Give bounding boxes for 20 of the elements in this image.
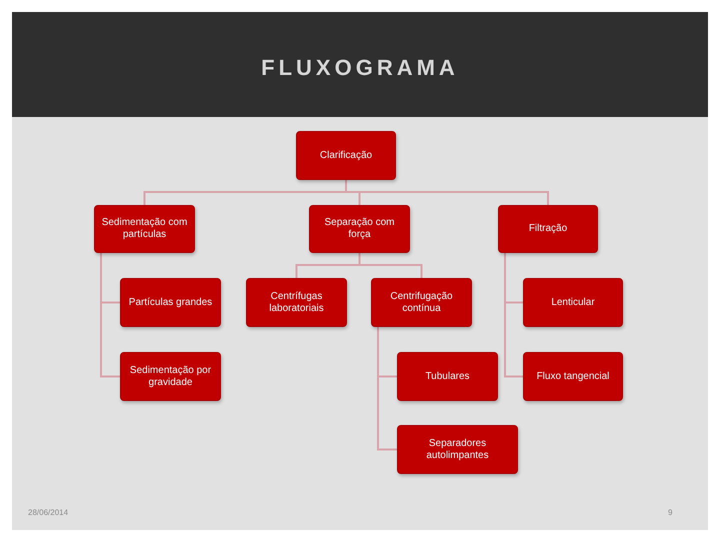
- process-box: Lenticular: [523, 278, 623, 327]
- process-box: Sedimentação por gravidade: [120, 352, 221, 401]
- process-box: Partículas grandes: [120, 278, 221, 327]
- process-box: Centrífugas laboratoriais: [246, 278, 347, 327]
- process-box: Centrifugação contínua: [371, 278, 472, 327]
- process-box: Separação com força: [309, 205, 410, 253]
- connector-line: [358, 253, 422, 278]
- process-box: Filtração: [498, 205, 598, 253]
- process-box: Clarificação: [296, 131, 396, 180]
- connector-line: [100, 253, 120, 378]
- slide-title: FLUXOGRAMA: [261, 55, 459, 80]
- connector-line: [504, 253, 523, 378]
- process-box: Sedimentação com partículas: [94, 205, 195, 253]
- process-box: Fluxo tangencial: [523, 352, 623, 401]
- connector-line: [377, 327, 397, 450]
- connector-line: [345, 180, 549, 205]
- process-box: Tubulares: [397, 352, 498, 401]
- process-box: Separadores autolimpantes: [397, 425, 518, 474]
- footer-date: 28/06/2014: [28, 508, 68, 517]
- page-number: 9: [668, 508, 672, 517]
